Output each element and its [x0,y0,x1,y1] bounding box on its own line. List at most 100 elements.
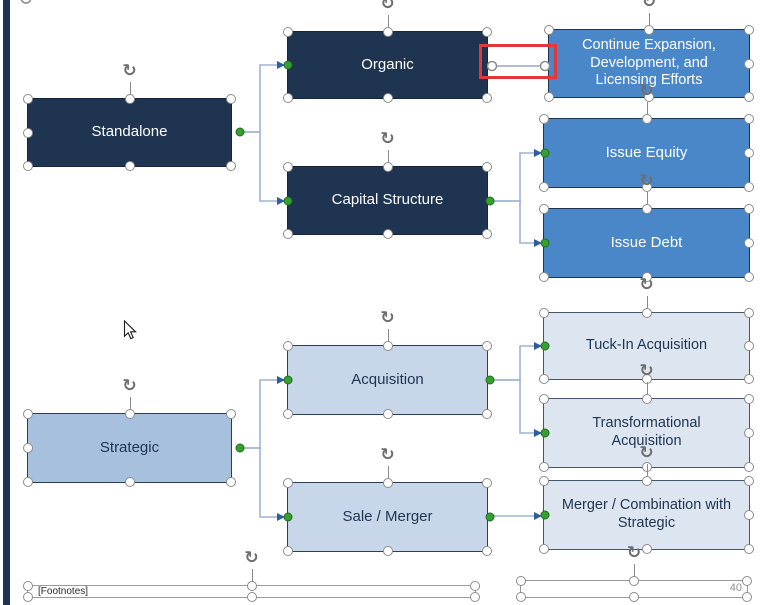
resize-handle[interactable] [23,127,33,138]
connector-strategic-acquisition[interactable] [242,379,278,449]
rotate-handle-icon[interactable]: ↻ [639,171,654,191]
resize-handle[interactable] [539,544,549,554]
rotate-handle-icon[interactable]: ↻ [122,376,137,396]
resize-handle[interactable] [744,476,754,486]
resize-handle[interactable] [744,374,754,384]
node-issue-equity[interactable]: Issue Equity ↻ [539,83,754,192]
rotate-handle-icon[interactable]: ↻ [380,445,395,465]
resize-handle[interactable] [641,394,652,404]
node-strategic[interactable]: Strategic ↻ [23,378,236,487]
rotate-handle-icon[interactable]: ↻ [639,81,654,101]
resize-handle[interactable] [744,428,754,438]
connector-standalone-organic[interactable] [242,64,278,133]
rotate-handle-icon[interactable]: ↻ [380,308,395,328]
connector-acquisition-transformational[interactable] [490,379,535,434]
resize-handle[interactable] [744,341,754,351]
resize-handle[interactable] [744,182,754,192]
resize-handle[interactable] [644,25,654,35]
resize-handle[interactable] [124,409,135,419]
rotate-handle-icon[interactable]: ↻ [122,61,137,81]
resize-handle[interactable] [742,576,752,586]
rotate-handle-icon[interactable]: ↻ [380,0,395,14]
resize-handle[interactable] [283,409,293,419]
node-organic[interactable]: Organic ↻ [283,0,492,103]
connector-strategic-sale[interactable] [242,447,278,518]
resize-handle[interactable] [641,114,652,124]
resize-handle[interactable] [482,546,492,556]
node-merger-combination[interactable]: Merger / Combination with Strategic ↻ [539,445,754,554]
resize-handle[interactable] [482,341,492,351]
rotate-handle-icon[interactable]: ↻ [639,361,654,381]
resize-handle[interactable] [23,581,33,591]
resize-handle[interactable] [644,92,654,102]
resize-handle[interactable] [226,94,236,104]
resize-handle[interactable] [20,0,32,4]
rotate-handle-icon[interactable]: ↻ [641,0,657,12]
resize-handle[interactable] [246,592,257,602]
resize-handle[interactable] [283,27,293,37]
resize-handle[interactable] [283,93,293,103]
resize-handle[interactable] [516,576,526,586]
resize-handle[interactable] [744,148,754,158]
resize-handle[interactable] [482,162,492,172]
resize-handle[interactable] [744,510,754,520]
resize-handle[interactable] [382,162,393,172]
resize-handle[interactable] [382,478,393,488]
resize-handle[interactable] [744,272,754,282]
resize-handle[interactable] [539,182,549,192]
rotate-handle-icon[interactable]: ↻ [380,129,395,149]
resize-handle[interactable] [641,182,652,192]
node-capital-structure[interactable]: Capital Structure ↻ [283,131,492,239]
page-number-placeholder[interactable]: 40 ↻ [516,545,752,602]
node-tuck-in-acquisition[interactable]: Tuck-In Acquisition ↻ [539,277,754,384]
rotate-handle-icon[interactable]: ↻ [639,275,654,295]
resize-handle[interactable] [539,476,549,486]
connector-acquisition-tuckin[interactable] [490,345,535,381]
resize-handle[interactable] [641,544,652,554]
rotate-handle-icon[interactable]: ↻ [626,543,642,563]
resize-handle[interactable] [482,409,492,419]
resize-handle[interactable] [470,581,480,591]
resize-handle[interactable] [544,25,554,35]
rotate-handle-icon[interactable]: ↻ [639,443,654,463]
resize-handle[interactable] [744,394,754,404]
resize-handle[interactable] [744,204,754,214]
resize-handle[interactable] [283,341,293,351]
connector-capital-debt[interactable] [490,200,535,244]
resize-handle[interactable] [470,592,480,602]
resize-handle[interactable] [516,592,526,602]
resize-handle[interactable] [744,544,754,554]
resize-handle[interactable] [539,308,549,318]
resize-handle[interactable] [544,92,554,102]
resize-handle[interactable] [482,478,492,488]
resize-handle[interactable] [382,93,393,103]
resize-handle[interactable] [226,477,236,487]
resize-handle[interactable] [226,409,236,419]
resize-handle[interactable] [744,92,754,102]
resize-handle[interactable] [629,576,639,586]
resize-handle[interactable] [382,27,393,37]
resize-handle[interactable] [124,161,135,171]
resize-handle[interactable] [744,462,754,472]
resize-handle[interactable] [539,462,549,472]
connector-standalone-capital[interactable] [242,131,278,202]
resize-handle[interactable] [482,229,492,239]
resize-handle[interactable] [23,94,33,104]
annotation-red-rectangle[interactable] [479,44,557,79]
resize-handle[interactable] [744,25,754,35]
resize-handle[interactable] [226,161,236,171]
resize-handle[interactable] [482,27,492,37]
node-sale-merger[interactable]: Sale / Merger ↻ [283,447,492,556]
resize-handle[interactable] [23,592,33,602]
resize-handle[interactable] [23,161,33,171]
resize-handle[interactable] [641,272,652,282]
resize-handle[interactable] [382,341,393,351]
resize-handle[interactable] [283,162,293,172]
resize-handle[interactable] [539,114,549,124]
resize-handle[interactable] [382,546,393,556]
rotate-handle-icon[interactable]: ↻ [244,548,259,568]
node-acquisition[interactable]: Acquisition ↻ [283,310,492,419]
resize-handle[interactable] [744,308,754,318]
resize-handle[interactable] [539,204,549,214]
footnotes-placeholder[interactable]: [Footnotes] ↻ [23,550,480,602]
